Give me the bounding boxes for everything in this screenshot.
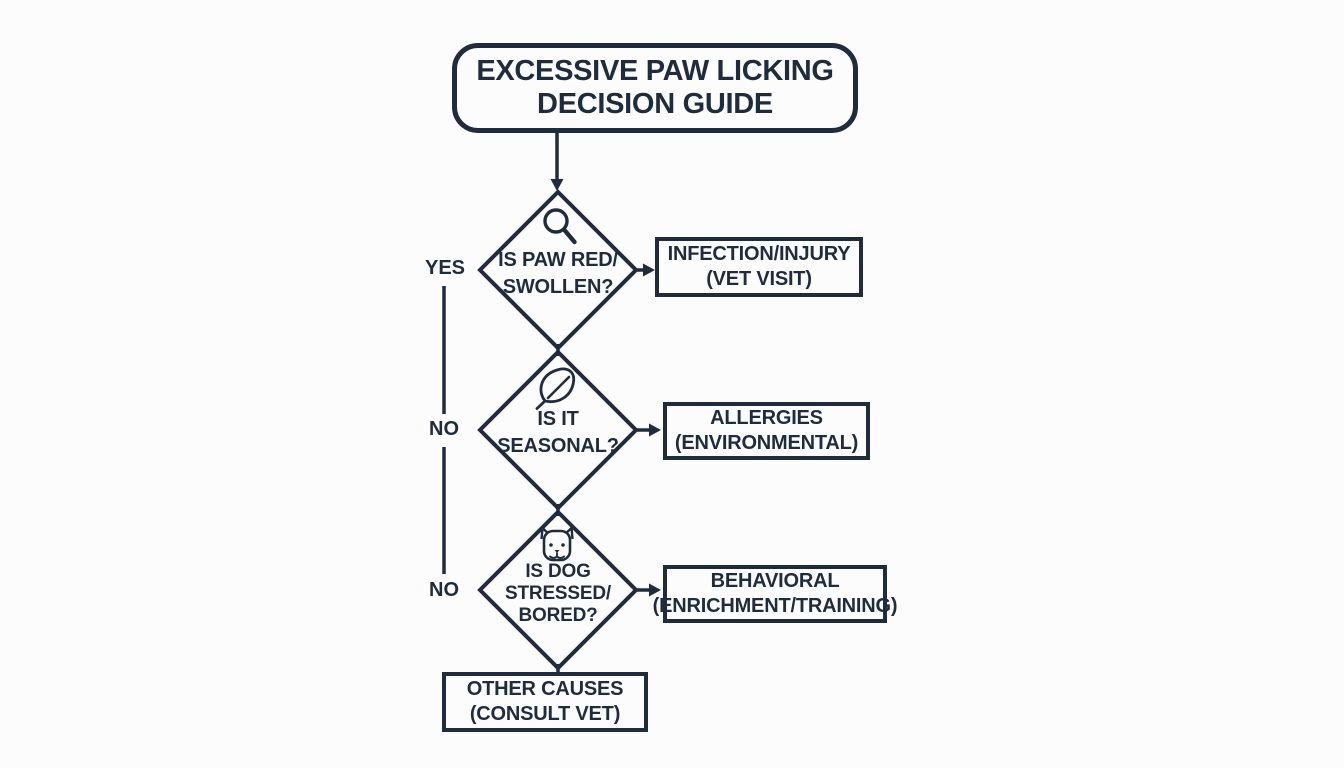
magnifier-icon xyxy=(543,208,577,245)
result-box-behavioral: BEHAVIORAL (ENRICHMENT/TRAINING) xyxy=(653,565,898,623)
branch-label-no-1: NO xyxy=(429,418,459,440)
branch-label-yes: YES xyxy=(424,257,466,279)
result-line: (ENVIRONMENTAL) xyxy=(674,432,859,454)
result-line: BEHAVIORAL xyxy=(710,570,840,592)
connector-diamond1-result xyxy=(636,263,655,277)
question-line: SWOLLEN? xyxy=(502,276,614,298)
connector-diamond3-result xyxy=(636,583,661,597)
question-paw-red: IS PAW RED/ SWOLLEN? xyxy=(473,247,643,301)
dog-face-icon xyxy=(540,526,574,562)
result-box-other-causes: OTHER CAUSES (CONSULT VET) xyxy=(442,672,648,732)
result-box-infection: INFECTION/INJURY (VET VISIT) xyxy=(655,237,863,297)
result-line: ALLERGIES xyxy=(710,407,823,429)
question-line: STRESSED/ xyxy=(505,583,611,604)
title-line-1: EXCESSIVE PAW LICKING xyxy=(476,55,834,87)
result-box-allergies: ALLERGIES (ENVIRONMENTAL) xyxy=(663,402,870,460)
question-line: IS IT xyxy=(537,408,579,430)
question-seasonal: IS IT SEASONAL? xyxy=(473,406,643,460)
connector-diamond2-result xyxy=(636,423,661,437)
question-line: SEASONAL? xyxy=(497,435,619,457)
title-line-2: DECISION GUIDE xyxy=(537,88,773,120)
connector-title-to-diamond1 xyxy=(550,133,564,191)
question-stressed: IS DOG STRESSED/ BORED? xyxy=(473,561,643,627)
title-box: EXCESSIVE PAW LICKING DECISION GUIDE xyxy=(452,43,858,133)
result-line: (CONSULT VET) xyxy=(469,703,621,725)
branch-label-no-2: NO xyxy=(429,579,459,601)
question-line: IS PAW RED/ xyxy=(498,249,618,271)
result-line: OTHER CAUSES xyxy=(466,678,624,700)
question-line: IS DOG xyxy=(525,561,591,582)
result-line: (ENRICHMENT/TRAINING) xyxy=(652,595,898,617)
result-line: (VET VISIT) xyxy=(706,268,812,290)
result-line: INFECTION/INJURY xyxy=(667,243,851,265)
question-line: BORED? xyxy=(518,605,598,626)
leaf-icon xyxy=(535,367,576,410)
